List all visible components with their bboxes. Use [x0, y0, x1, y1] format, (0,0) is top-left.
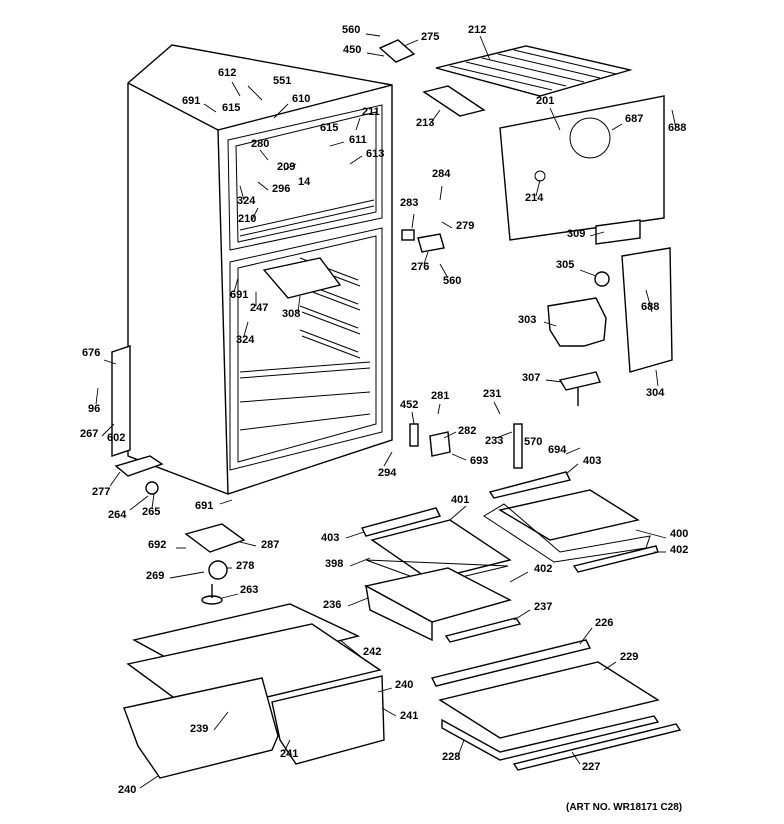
- part-label-96: 96: [88, 403, 100, 415]
- part-label-692: 692: [148, 539, 166, 551]
- part-label-309: 309: [567, 228, 585, 240]
- part-label-307: 307: [522, 372, 540, 384]
- part-label-279: 279: [456, 220, 474, 232]
- part-label-691: 691: [230, 289, 248, 301]
- part-label-294: 294: [378, 467, 397, 479]
- part-label-688: 688: [641, 301, 659, 313]
- part-label-400: 400: [670, 528, 688, 540]
- part-label-676: 676: [82, 347, 100, 359]
- part-label-264: 264: [108, 509, 127, 521]
- part-label-560: 560: [342, 24, 360, 36]
- part-label-613: 613: [366, 148, 384, 160]
- part-label-240: 240: [118, 784, 136, 796]
- part-label-210: 210: [238, 213, 256, 225]
- part-label-265: 265: [142, 506, 160, 518]
- part-label-242: 242: [363, 646, 381, 658]
- part-label-237: 237: [534, 601, 552, 613]
- part-label-227: 227: [582, 761, 600, 773]
- part-label-284: 284: [432, 168, 451, 180]
- part-label-241: 241: [400, 710, 418, 722]
- part-label-308: 308: [282, 308, 300, 320]
- part-label-276: 276: [411, 261, 429, 273]
- part-label-560: 560: [443, 275, 461, 287]
- part-label-233: 233: [485, 435, 503, 447]
- part-label-240: 240: [395, 679, 413, 691]
- part-label-201: 201: [536, 95, 554, 107]
- part-label-602: 602: [107, 432, 125, 444]
- part-label-305: 305: [556, 259, 574, 271]
- part-label-324: 324: [237, 195, 256, 207]
- parts-drawings: [123, 39, 682, 779]
- part-label-691: 691: [182, 95, 200, 107]
- part-label-304: 304: [646, 387, 665, 399]
- part-label-283: 283: [400, 197, 418, 209]
- part-label-611: 611: [349, 134, 367, 146]
- part-label-267: 267: [80, 428, 98, 440]
- part-label-303: 303: [518, 314, 536, 326]
- part-label-231: 231: [483, 388, 501, 400]
- part-label-278: 278: [236, 560, 254, 572]
- cabinet-drawing: [111, 44, 393, 495]
- part-label-551: 551: [273, 75, 291, 87]
- part-label-14: 14: [298, 176, 311, 188]
- part-label-402: 402: [534, 563, 552, 575]
- part-label-277: 277: [92, 486, 110, 498]
- part-label-226: 226: [595, 617, 613, 629]
- part-label-263: 263: [240, 584, 258, 596]
- part-label-612: 612: [218, 67, 236, 79]
- part-label-398: 398: [325, 558, 343, 570]
- part-label-615: 615: [222, 102, 240, 114]
- part-label-211: 211: [362, 106, 380, 118]
- part-label-452: 452: [400, 399, 418, 411]
- part-label-296: 296: [272, 183, 290, 195]
- part-label-287: 287: [261, 539, 279, 551]
- part-label-324: 324: [236, 334, 255, 346]
- part-label-450: 450: [343, 44, 361, 56]
- part-labels: 560 275 450 212 612 551 691 615 610 211 615 611 280 6…: [80, 24, 688, 796]
- part-label-241: 241: [280, 748, 298, 760]
- part-label-402: 402: [670, 544, 688, 556]
- part-label-212: 212: [468, 24, 486, 36]
- part-label-693: 693: [470, 455, 488, 467]
- part-label-236: 236: [323, 599, 341, 611]
- part-label-610: 610: [292, 93, 310, 105]
- part-label-694: 694: [548, 444, 567, 456]
- part-label-615: 615: [320, 122, 338, 134]
- part-label-688: 688: [668, 122, 686, 134]
- part-label-280: 280: [251, 138, 269, 150]
- part-label-282: 282: [458, 425, 476, 437]
- part-label-229: 229: [620, 651, 638, 663]
- part-label-403: 403: [583, 455, 601, 467]
- part-label-570: 570: [524, 436, 542, 448]
- part-label-281: 281: [431, 390, 449, 402]
- part-label-228: 228: [442, 751, 460, 763]
- part-label-239: 239: [190, 723, 208, 735]
- part-label-209: 209: [277, 161, 295, 173]
- part-label-401: 401: [451, 494, 469, 506]
- part-label-275: 275: [421, 31, 439, 43]
- part-label-213: 213: [416, 117, 434, 129]
- part-label-214: 214: [525, 192, 544, 204]
- art-number: (ART NO. WR18171 C28): [566, 802, 682, 813]
- part-label-269: 269: [146, 570, 164, 582]
- part-label-247: 247: [250, 302, 268, 314]
- leader-lines: [95, 33, 677, 789]
- part-label-403: 403: [321, 532, 339, 544]
- part-label-691: 691: [195, 500, 213, 512]
- part-label-687: 687: [625, 113, 643, 125]
